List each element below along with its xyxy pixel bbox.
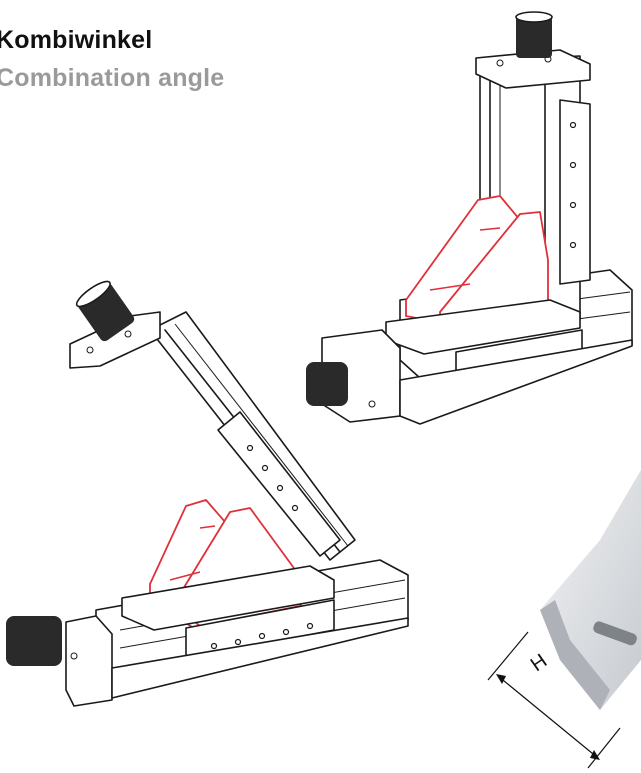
photo-pin-icon [593,621,637,646]
detail-photo [487,470,641,769]
upright-top-plate [475,49,591,89]
tilted-lower-profile [111,617,409,699]
tilted-top-knob-icon [75,280,135,342]
product-subtitle: Combination angle [0,64,225,92]
upright-side-knob-icon [306,362,348,406]
tilted-side-knob-icon [6,616,62,666]
tilted-carriage [121,565,335,631]
photo-plate-edge [540,600,610,710]
tilted-end-block [65,615,113,707]
upright-assembly-drawing [306,11,633,425]
upright-top-knob-icon [516,16,552,58]
tilted-column-slide [217,411,341,557]
upright-lower-profile [399,339,633,425]
upright-column-slide [559,99,591,285]
tilted-assembly-drawing [6,280,409,707]
product-title: Kombiwinkel [0,26,153,54]
